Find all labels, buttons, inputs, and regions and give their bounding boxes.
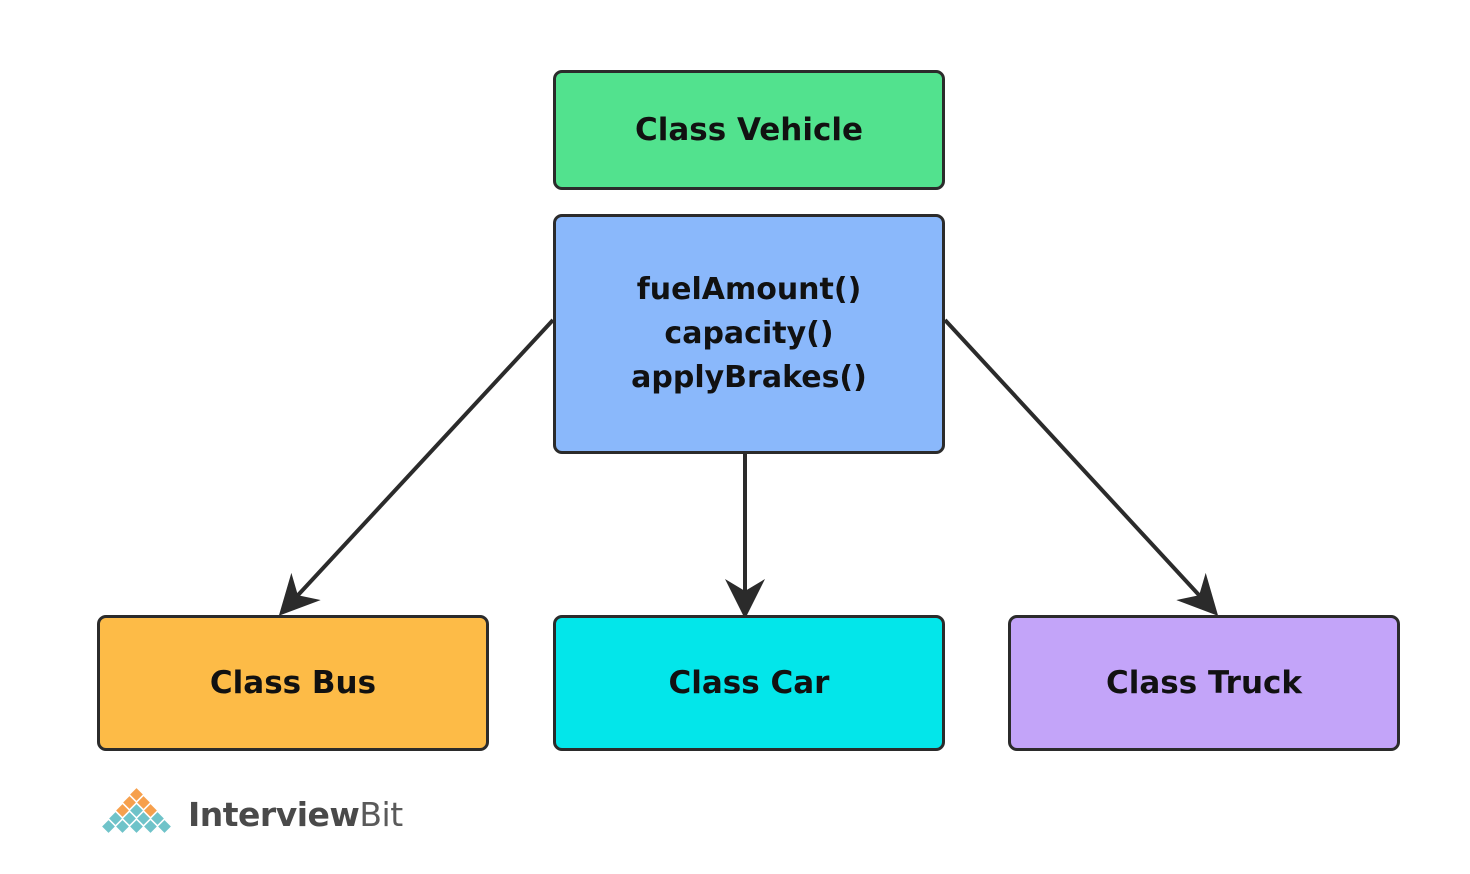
interviewbit-wordmark: InterviewBit: [188, 795, 403, 834]
class-truck-box: Class Truck: [1008, 615, 1400, 751]
class-vehicle-title: Class Vehicle: [634, 112, 864, 148]
method-capacity: capacity(): [664, 316, 834, 351]
method-apply-brakes: applyBrakes(): [631, 360, 867, 395]
arrow-to-truck: [943, 318, 1219, 616]
class-bus-box: Class Bus: [97, 615, 489, 751]
logo-text-strong: Interview: [188, 794, 360, 834]
class-bus-title: Class Bus: [209, 665, 377, 701]
class-car-title: Class Car: [668, 665, 830, 701]
class-truck-title: Class Truck: [1105, 665, 1303, 701]
interviewbit-logo: InterviewBit: [96, 786, 403, 842]
vehicle-methods-box: fuelAmount() capacity() applyBrakes(): [553, 214, 945, 454]
method-fuel-amount: fuelAmount(): [636, 272, 862, 307]
arrow-to-bus: [278, 318, 555, 616]
logo-text-light: Bit: [359, 794, 403, 834]
interviewbit-mark-icon: [102, 788, 171, 833]
class-car-box: Class Car: [553, 615, 945, 751]
class-vehicle-box: Class Vehicle: [553, 70, 945, 190]
